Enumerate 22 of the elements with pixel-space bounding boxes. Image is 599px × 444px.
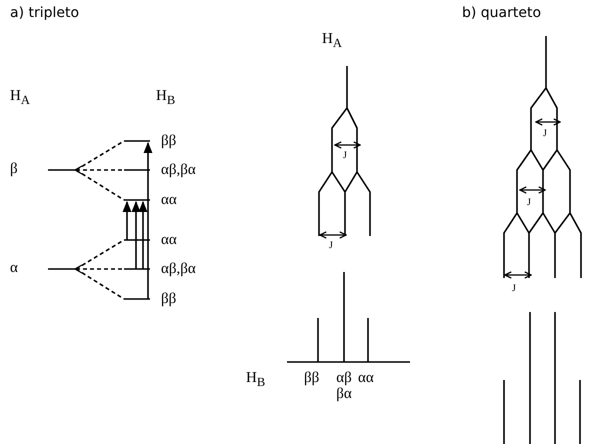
spin-label: H$_{A}$: [322, 32, 342, 50]
spin-state-label: ββ: [161, 134, 176, 149]
panel-title: b) quarteto: [462, 6, 542, 20]
spin-state-label: αβ,βα: [161, 163, 196, 178]
spin-state-label: ββ: [161, 292, 176, 307]
coupling-label: J: [527, 198, 531, 208]
coupling-label: J: [343, 151, 347, 161]
spin-label: α: [10, 261, 18, 276]
spin-state-label: αβ βα: [335, 371, 353, 402]
spin-label: H$_{A}$: [10, 89, 30, 106]
spin-state-label: αα: [358, 371, 374, 386]
panel-title: a) tripleto: [10, 6, 80, 20]
coupling-label: J: [543, 129, 547, 139]
spin-label: β: [10, 162, 18, 177]
coupling-label: J: [329, 241, 333, 251]
spin-state-label: αα: [161, 233, 177, 248]
coupling-label: J: [512, 284, 516, 294]
spin-state-label: ββ: [304, 371, 320, 386]
spin-state-label: αα: [161, 193, 177, 208]
spin-label: H$_{B}$: [156, 89, 176, 106]
spin-state-label: αβ,βα: [161, 262, 196, 277]
spin-label: H$_{B}$: [246, 371, 266, 388]
